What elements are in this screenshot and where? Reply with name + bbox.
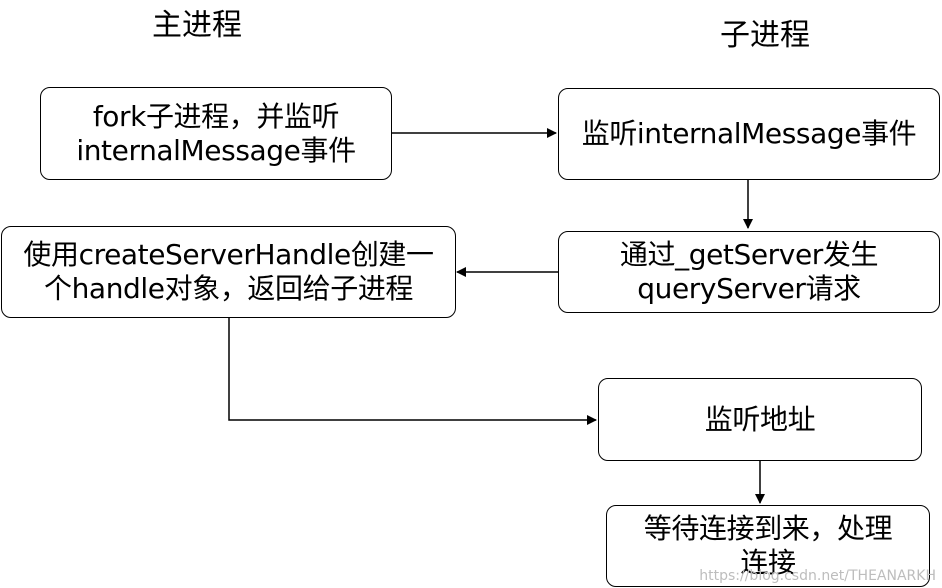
node-fork-listen: fork子进程，并监听 internalMessage事件 [40,87,392,180]
node-get-server: 通过_getServer发生 queryServer请求 [558,231,940,313]
child-process-heading: 子进程 [720,18,810,53]
node-text-line: 监听地址 [704,402,816,436]
node-create-handle: 使用createServerHandle创建一 个handle对象，返回给子进程 [1,226,456,318]
watermark: https://blog.csdn.net/THEANARKH [699,568,936,584]
node-wait-connection: 等待连接到来，处理 连接 [606,505,930,587]
node-text-line: queryServer请求 [637,272,861,305]
node-text-line: internalMessage事件 [76,133,356,167]
node-text-line: 通过_getServer发生 [619,238,879,271]
node-text-line: fork子进程，并监听 [92,99,340,133]
node-text-line: 个handle对象，返回给子进程 [43,272,414,305]
node-text-line: 等待连接到来，处理 [643,512,893,545]
arrow-create-handle-to-listen-address [228,318,597,425]
node-text-line: 连接 [740,546,796,579]
node-text-line: 使用createServerHandle创建一 [23,238,434,271]
node-child-listen: 监听internalMessage事件 [558,88,940,180]
node-text-line: 监听internalMessage事件 [581,117,917,150]
main-process-heading: 主进程 [152,8,242,43]
node-listen-address: 监听地址 [598,378,922,461]
